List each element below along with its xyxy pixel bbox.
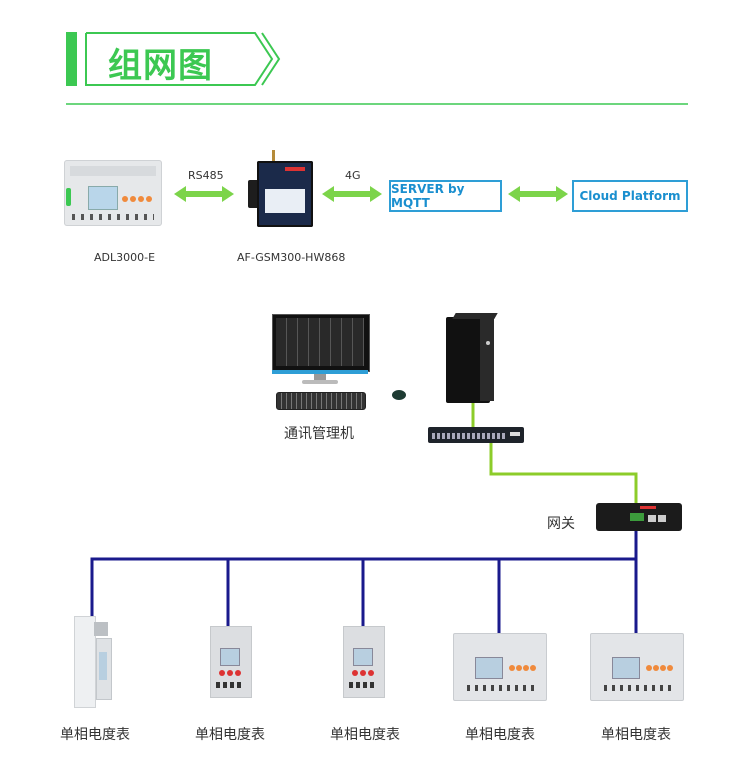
keyboard-image: [276, 392, 366, 410]
network-switch-image: [428, 427, 524, 443]
rs485-bus: [90, 530, 638, 618]
gateway-label: 网关: [547, 516, 575, 532]
meter-3p-image: [453, 633, 547, 701]
meter-1p-image: [210, 626, 252, 698]
meter-label: 单相电度表: [330, 727, 400, 743]
mouse-image: [392, 390, 406, 400]
4g-label: 4G: [345, 169, 361, 182]
page-title: 组网图: [108, 46, 213, 86]
4g-gateway-image: [245, 150, 317, 230]
server-mqtt-label: SERVER by MQTT: [391, 182, 465, 210]
meter-label: 单相电度表: [60, 727, 130, 743]
meter-label: 单相电度表: [195, 727, 265, 743]
meter-name: ADL3000-E: [94, 251, 156, 264]
cloud-platform-box: Cloud Platform: [572, 180, 688, 212]
meter-label: 单相电度表: [601, 727, 671, 743]
meter-3p-image: [590, 633, 684, 701]
monitor-image: [272, 314, 370, 384]
cloud-platform-label: Cloud Platform: [579, 189, 681, 203]
workstation-label: 通讯管理机: [284, 426, 354, 442]
meter-1p-slim-image: [74, 616, 116, 708]
4g-arrow: [322, 186, 382, 202]
ethernet-cable: [489, 443, 638, 503]
4g-gateway-name: AF-GSM300-HW868: [237, 251, 346, 264]
rs485-label: RS485: [188, 169, 224, 182]
meter-1p-image: [343, 626, 385, 698]
gateway-image: [596, 503, 682, 531]
server-mqtt-box: SERVER by MQTT: [389, 180, 502, 212]
rs485-arrow: [174, 186, 234, 202]
header-accent-bar: [66, 32, 77, 86]
meter-label: 单相电度表: [465, 727, 535, 743]
adl3000-meter-image: [64, 160, 162, 226]
server-cloud-arrow: [508, 186, 568, 202]
server-tower-image: [446, 313, 498, 403]
